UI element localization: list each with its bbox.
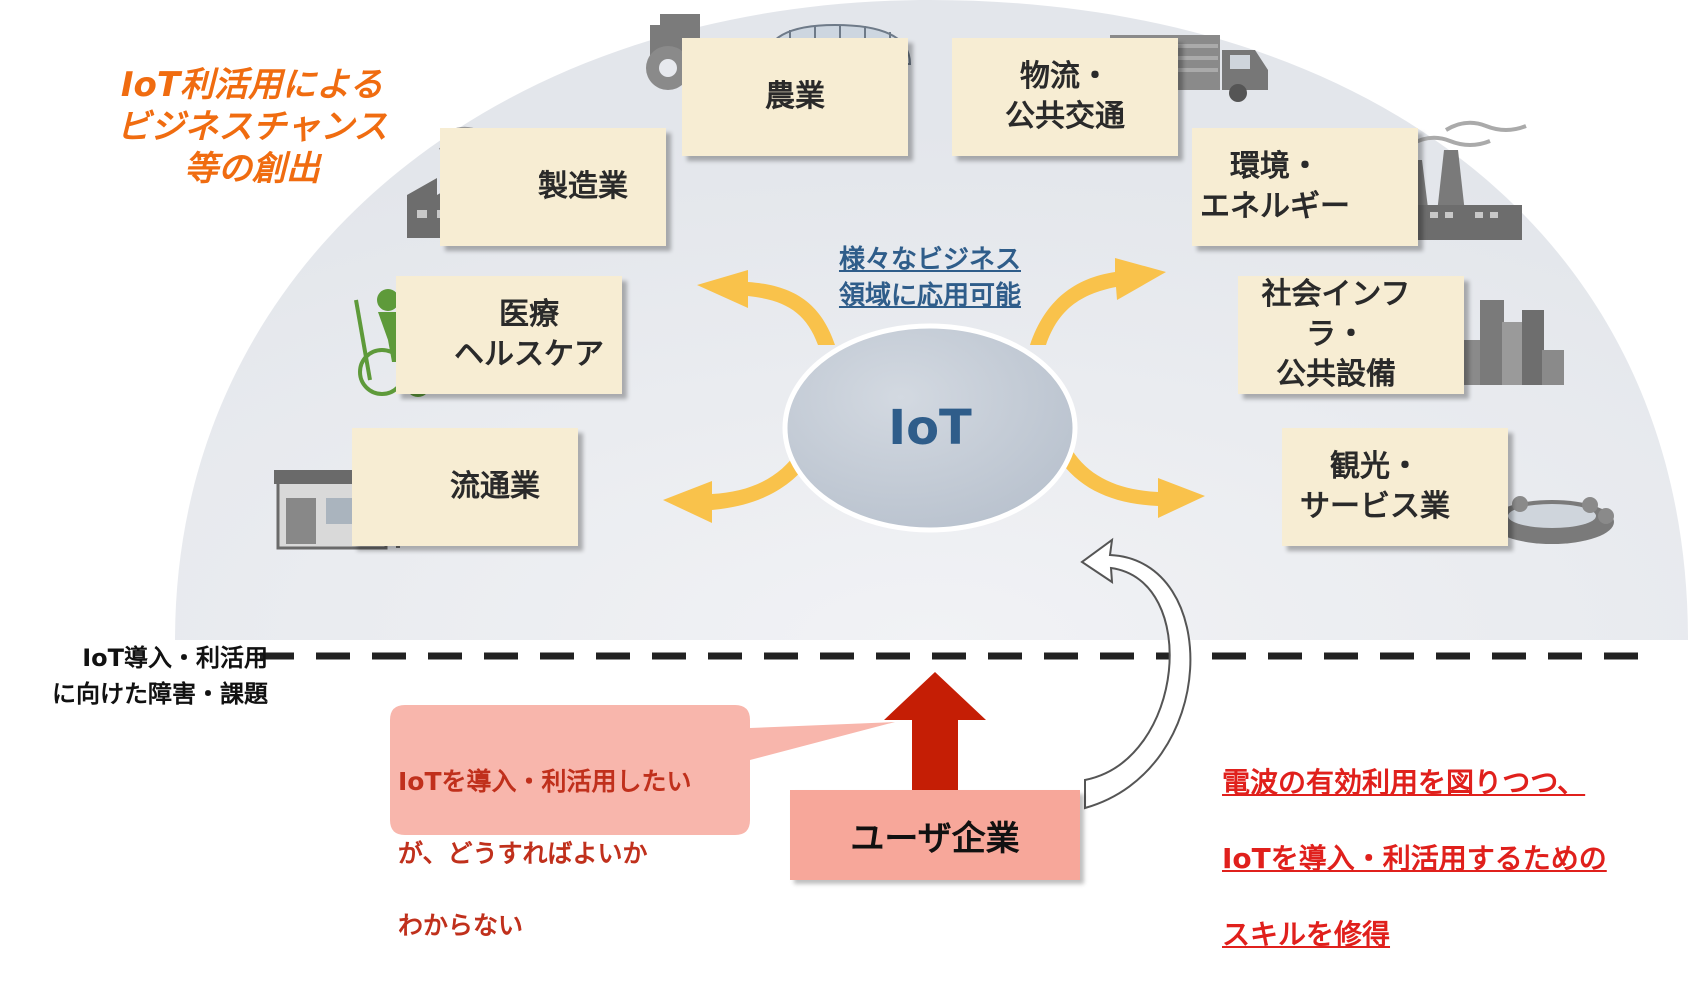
sector-infrastructure: 社会インフラ・公共設備 bbox=[1238, 276, 1464, 394]
sector-tourism: 観光・サービス業 bbox=[1282, 428, 1508, 546]
sector-logistics: 物流・公共交通 bbox=[952, 38, 1178, 156]
sector-label: 環境・ bbox=[1230, 149, 1320, 184]
headline: IoT利活用による ビジネスチャンス 等の創出 bbox=[72, 64, 432, 190]
sector-healthcare: 医療ヘルスケア bbox=[396, 276, 622, 394]
barrier-line: IoT導入・利活用 bbox=[82, 644, 268, 672]
sector-label: エネルギー bbox=[1200, 189, 1350, 224]
city-buildings-icon bbox=[1454, 300, 1564, 385]
user-company-box: ユーザ企業 bbox=[790, 790, 1080, 880]
arrow-lower-left bbox=[663, 450, 812, 523]
sector-label: 流通業 bbox=[450, 469, 540, 504]
speech-bubble-text: IoTを導入・利活用したい が、どうすればよいか わからない bbox=[398, 728, 738, 980]
sector-label: 製造業 bbox=[538, 169, 628, 204]
bubble-line: IoTを導入・利活用したい bbox=[398, 767, 692, 796]
barrier-line: に向けた障害・課題 bbox=[52, 680, 268, 708]
sector-manufacturing: 製造業 bbox=[440, 128, 666, 246]
bubble-line: が、どうすればよいか bbox=[398, 839, 648, 868]
center-caption: 様々なビジネス 領域に応用可能 bbox=[810, 242, 1050, 314]
center-caption-line: 様々なビジネス bbox=[838, 245, 1021, 275]
sector-label: 公共設備 bbox=[1276, 357, 1396, 392]
user-company-label: ユーザ企業 bbox=[850, 818, 1020, 859]
speech-bubble bbox=[390, 705, 895, 835]
skill-line: 電波の有効利用を図りつつ、 bbox=[1222, 766, 1586, 799]
arrow-upper-right bbox=[1030, 258, 1166, 345]
sector-label: 医療 bbox=[499, 297, 559, 332]
sector-label: サービス業 bbox=[1300, 489, 1450, 524]
arrow-lower-right bbox=[1058, 450, 1205, 518]
curved-return-arrow bbox=[1080, 537, 1192, 810]
sector-label: 物流・ bbox=[1020, 59, 1110, 94]
bubble-line: わからない bbox=[398, 911, 524, 940]
headline-line: IoT利活用による bbox=[120, 65, 384, 105]
sector-agriculture: 農業 bbox=[682, 38, 908, 156]
sector-label: 社会インフラ・ bbox=[1261, 277, 1411, 352]
center-caption-line: 領域に応用可能 bbox=[838, 281, 1021, 311]
skill-line: スキルを修得 bbox=[1222, 918, 1391, 951]
yellow-arrows bbox=[663, 258, 1205, 523]
sector-label: 公共交通 bbox=[1005, 99, 1125, 134]
barrier-label: IoT導入・利活用 に向けた障害・課題 bbox=[8, 640, 268, 712]
red-up-arrow bbox=[884, 672, 986, 790]
sector-environment: 環境・エネルギー bbox=[1192, 128, 1418, 246]
skill-line: IoTを導入・利活用するための bbox=[1222, 842, 1607, 875]
iot-ellipse bbox=[782, 323, 1078, 533]
headline-line: 等の創出 bbox=[184, 149, 320, 189]
sector-distribution: 流通業 bbox=[352, 428, 578, 546]
sector-label: ヘルスケア bbox=[454, 337, 604, 372]
arrow-upper-left bbox=[697, 270, 835, 345]
sector-label: 観光・ bbox=[1330, 449, 1420, 484]
skill-acquisition-text: 電波の有効利用を図りつつ、 IoTを導入・利活用するための スキルを修得 bbox=[1222, 726, 1682, 992]
sector-label: 農業 bbox=[765, 79, 825, 114]
iot-label: IoT bbox=[888, 400, 972, 456]
headline-line: ビジネスチャンス bbox=[116, 107, 388, 147]
